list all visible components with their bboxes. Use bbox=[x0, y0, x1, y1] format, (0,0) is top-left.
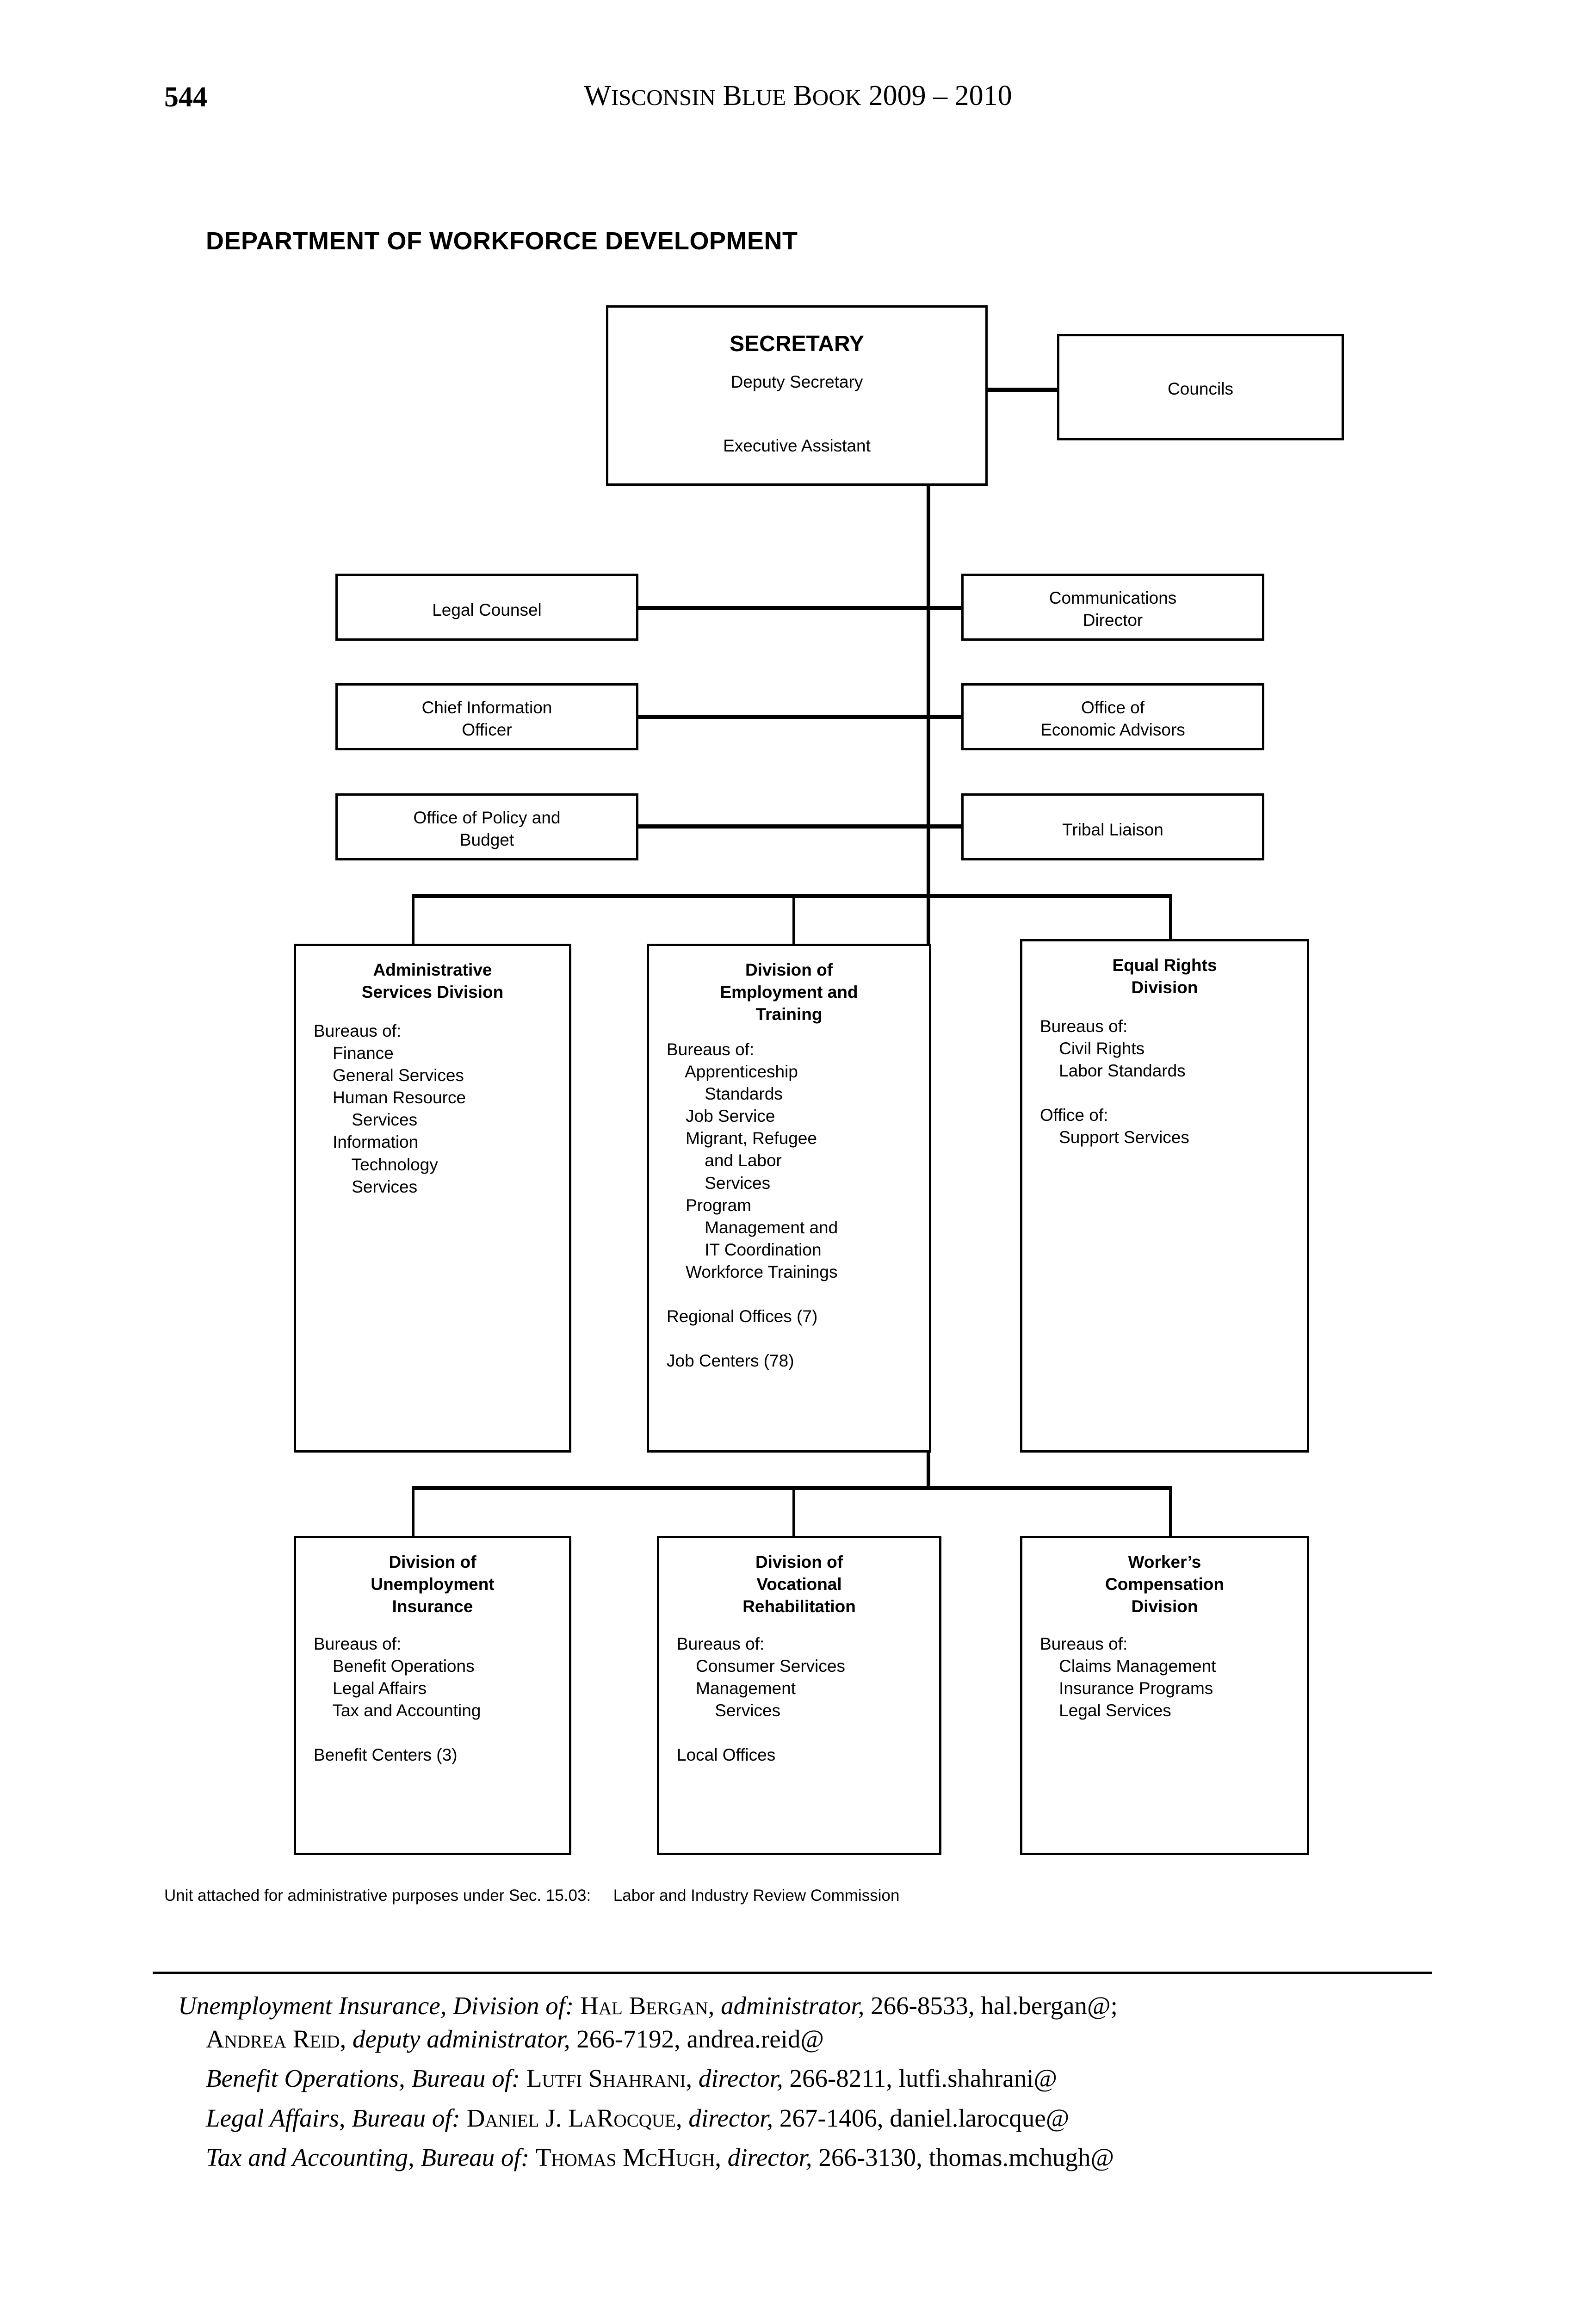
division-of-unemployment-insurance-title: Division of Unemployment Insurance bbox=[371, 1552, 495, 1616]
running-head-segment-0: W bbox=[584, 80, 611, 111]
directory-italic-text: administrator, bbox=[721, 1991, 865, 2020]
running-head-segment-4: B bbox=[786, 80, 812, 111]
directory-entry: Benefit Operations, Bureau of: Lutfi Sha… bbox=[153, 2062, 1443, 2095]
directory-smallcaps-text: Lutfi Shahrani bbox=[526, 2064, 686, 2092]
chief-information-officer-label: Chief Information Officer bbox=[421, 698, 552, 740]
directory-plain-text: , bbox=[686, 2064, 699, 2092]
directory-plain-text: , bbox=[708, 1991, 721, 2020]
directory-italic-text: director, bbox=[688, 2103, 773, 2132]
division-of-vocational-rehabilitation-body: Bureaus of: Consumer Services Management… bbox=[677, 1634, 845, 1765]
box-secretary[interactable]: SECRETARY Deputy Secretary Executive Ass… bbox=[606, 305, 988, 486]
running-head: WISCONSIN BLUE BOOK 2009 – 2010 bbox=[0, 80, 1596, 112]
division-of-vocational-rehabilitation-title: Division of Vocational Rehabilitation bbox=[742, 1552, 856, 1616]
directory-entry: Tax and Accounting, Bureau of: Thomas Mc… bbox=[153, 2141, 1443, 2174]
directory-line: Legal Affairs, Bureau of: Daniel J. LaRo… bbox=[153, 2102, 1443, 2135]
connector-drop-employment-training bbox=[792, 894, 795, 945]
directory-plain-text bbox=[460, 2104, 467, 2132]
connector-secretary-councils bbox=[988, 388, 1057, 392]
connector-staff-row-1 bbox=[637, 606, 961, 610]
directory-line: Andrea Reid, deputy administrator, 266-7… bbox=[153, 2022, 1443, 2056]
section-divider-rule bbox=[153, 1972, 1432, 1974]
directory-italic-text: deputy administrator, bbox=[352, 2024, 570, 2053]
box-administrative-services-division[interactable]: Administrative Services Division Bureaus… bbox=[294, 944, 571, 1453]
directory-entry: Unemployment Insurance, Division of: Hal… bbox=[153, 1989, 1443, 2055]
connector-drop-equal-rights bbox=[1169, 894, 1172, 945]
box-division-of-employment-and-training[interactable]: Division of Employment and Training Bure… bbox=[647, 944, 931, 1453]
running-head-segment-6: 2009 – 2010 bbox=[861, 80, 1012, 111]
directory-plain-text: , bbox=[340, 2024, 353, 2053]
administrative-services-division-title: Administrative Services Division bbox=[361, 960, 504, 1002]
office-of-economic-advisors-label: Office of Economic Advisors bbox=[1040, 698, 1185, 740]
directory-line: Unemployment Insurance, Division of: Hal… bbox=[153, 1989, 1443, 2022]
running-head-segment-5: OOK bbox=[812, 85, 862, 110]
directory-italic-text: director, bbox=[727, 2143, 812, 2171]
box-chief-information-officer[interactable]: Chief Information Officer bbox=[335, 683, 638, 750]
secretary-exec-assistant: Executive Assistant bbox=[723, 436, 871, 455]
secretary-deputy: Deputy Secretary bbox=[730, 372, 863, 391]
legal-counsel-label: Legal Counsel bbox=[432, 600, 542, 619]
connector-drop-admin-services bbox=[412, 894, 414, 945]
running-head-segment-1: ISCONSIN bbox=[611, 85, 716, 110]
directory-plain-text bbox=[574, 1991, 580, 2020]
directory-plain-text: 266-8211, lutfi.shahrani@ bbox=[783, 2064, 1058, 2092]
box-office-of-economic-advisors[interactable]: Office of Economic Advisors bbox=[961, 683, 1264, 750]
directory-italic-text: Benefit Operations, Bureau of: bbox=[206, 2064, 520, 2092]
box-councils[interactable]: Councils bbox=[1057, 334, 1344, 440]
box-tribal-liaison[interactable]: Tribal Liaison bbox=[961, 793, 1264, 860]
chart-title: DEPARTMENT OF WORKFORCE DEVELOPMENT bbox=[206, 227, 798, 255]
councils-label: Councils bbox=[1168, 379, 1233, 398]
box-office-of-policy-and-budget[interactable]: Office of Policy and Budget bbox=[335, 793, 638, 860]
directory-italic-text: Unemployment Insurance, Division of: bbox=[178, 1991, 574, 2020]
directory-smallcaps-text: Hal Bergan bbox=[580, 1991, 708, 2020]
workers-compensation-division-body: Bureaus of: Claims Management Insurance … bbox=[1040, 1634, 1216, 1720]
connector-staff-row-3 bbox=[637, 824, 961, 829]
box-division-of-vocational-rehabilitation[interactable]: Division of Vocational Rehabilitation Bu… bbox=[657, 1536, 941, 1855]
directory-italic-text: director, bbox=[698, 2064, 783, 2092]
secretary-title: SECRETARY bbox=[730, 332, 864, 356]
directory-plain-text: , bbox=[675, 2103, 689, 2132]
division-of-employment-and-training-title: Division of Employment and Training bbox=[720, 960, 858, 1024]
directory-plain-text: 266-8533, hal.bergan@; bbox=[864, 1991, 1118, 2020]
connector-drop-workers-comp bbox=[1169, 1486, 1172, 1537]
directory-smallcaps-text: Thomas McHugh bbox=[535, 2143, 715, 2171]
org-chart: SECRETARY Deputy Secretary Executive Ass… bbox=[294, 305, 1344, 1855]
communications-director-label: Communications Director bbox=[1049, 588, 1177, 630]
connector-drop-unemployment-insurance bbox=[412, 1486, 414, 1537]
box-equal-rights-division[interactable]: Equal Rights Division Bureaus of: Civil … bbox=[1020, 939, 1309, 1453]
directory-listing: Unemployment Insurance, Division of: Hal… bbox=[153, 1989, 1443, 2176]
box-communications-director[interactable]: Communications Director bbox=[961, 574, 1264, 641]
connector-drop-vocational-rehab bbox=[792, 1486, 795, 1537]
directory-entry: Legal Affairs, Bureau of: Daniel J. LaRo… bbox=[153, 2102, 1443, 2135]
directory-plain-text bbox=[529, 2143, 536, 2171]
box-legal-counsel[interactable]: Legal Counsel bbox=[335, 574, 638, 641]
directory-smallcaps-text: Daniel J. LaRocque bbox=[466, 2103, 676, 2132]
directory-italic-text: Legal Affairs, Bureau of: bbox=[206, 2103, 460, 2132]
directory-line: Tax and Accounting, Bureau of: Thomas Mc… bbox=[153, 2141, 1443, 2174]
directory-plain-text: 267-1406, daniel.larocque@ bbox=[773, 2103, 1070, 2132]
box-workers-compensation-division[interactable]: Worker’s Compensation Division Bureaus o… bbox=[1020, 1536, 1309, 1855]
box-division-of-unemployment-insurance[interactable]: Division of Unemployment Insurance Burea… bbox=[294, 1536, 571, 1855]
workers-compensation-division-title: Worker’s Compensation Division bbox=[1105, 1552, 1224, 1616]
equal-rights-division-body: Bureaus of: Civil Rights Labor Standards… bbox=[1040, 1017, 1189, 1147]
directory-italic-text: Tax and Accounting, Bureau of: bbox=[206, 2143, 530, 2171]
office-of-policy-and-budget-label: Office of Policy and Budget bbox=[413, 808, 561, 850]
chart-footnote: Unit attached for administrative purpose… bbox=[164, 1886, 900, 1905]
directory-plain-text: 266-3130, thomas.mchugh@ bbox=[812, 2143, 1114, 2171]
tribal-liaison-label: Tribal Liaison bbox=[1062, 820, 1163, 839]
equal-rights-division-title: Equal Rights Division bbox=[1112, 956, 1217, 997]
division-of-employment-and-training-body: Bureaus of: Apprenticeship Standards Job… bbox=[667, 1040, 838, 1371]
page-number: 544 bbox=[164, 81, 207, 113]
directory-plain-text bbox=[520, 2064, 526, 2092]
directory-smallcaps-text: Andrea Reid bbox=[206, 2024, 340, 2053]
running-head-segment-2: B bbox=[715, 80, 742, 111]
directory-plain-text: , bbox=[715, 2143, 728, 2171]
administrative-services-division-body: Bureaus of: Finance General Services Hum… bbox=[314, 1021, 466, 1196]
division-of-unemployment-insurance-body: Bureaus of: Benefit Operations Legal Aff… bbox=[314, 1634, 481, 1765]
running-head-segment-3: LUE bbox=[742, 85, 786, 110]
directory-line: Benefit Operations, Bureau of: Lutfi Sha… bbox=[153, 2062, 1443, 2095]
connector-main-spine bbox=[927, 483, 930, 900]
connector-staff-row-2 bbox=[637, 715, 961, 719]
directory-plain-text: 266-7192, andrea.reid@ bbox=[570, 2024, 824, 2053]
